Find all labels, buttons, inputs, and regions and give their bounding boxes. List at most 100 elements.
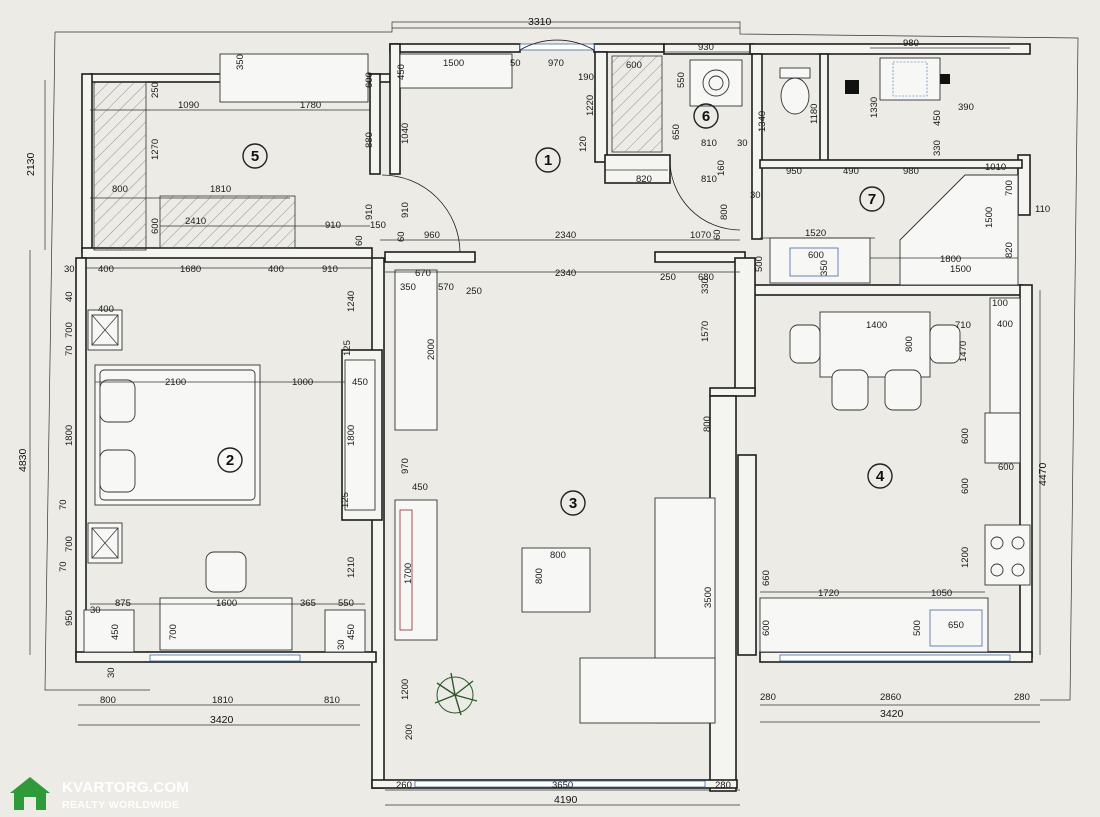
dim-label: 600 bbox=[626, 60, 642, 71]
windows bbox=[149, 43, 1011, 788]
dim-label: 70 bbox=[58, 499, 69, 510]
dim-label: 390 bbox=[958, 102, 974, 113]
dim-label: 1050 bbox=[931, 588, 952, 599]
dim-label: 570 bbox=[438, 282, 454, 293]
dim-label: 700 bbox=[1004, 180, 1015, 196]
dim-label: 350 bbox=[235, 54, 246, 70]
dim-label: 980 bbox=[903, 166, 919, 177]
dim-label: 250 bbox=[466, 286, 482, 297]
room-label-2: 2 bbox=[217, 447, 243, 473]
dim-label: 1800 bbox=[64, 425, 75, 446]
dim-label: 450 bbox=[412, 482, 428, 493]
dim-label: 450 bbox=[346, 624, 357, 640]
dim-label: 3650 bbox=[552, 780, 573, 791]
dim-label: 280 bbox=[715, 780, 731, 791]
room-label-6: 6 bbox=[693, 103, 719, 129]
watermark-subtitle: REALTY WORLDWIDE bbox=[62, 799, 179, 811]
dim-label: 2860 bbox=[880, 692, 901, 703]
dim-label: 200 bbox=[404, 724, 415, 740]
svg-text:2: 2 bbox=[226, 452, 234, 469]
dim-label: 670 bbox=[415, 268, 431, 279]
dim-label: 600 bbox=[960, 428, 971, 444]
doors bbox=[381, 39, 741, 253]
dim-label: 800 bbox=[702, 416, 713, 432]
room-label-1: 1 bbox=[535, 147, 561, 173]
dim-label: 2130 bbox=[25, 152, 37, 176]
dim-label: 600 bbox=[150, 218, 161, 234]
dim-label: 250 bbox=[660, 272, 676, 283]
dim-label: 800 bbox=[550, 550, 566, 561]
outer-frame bbox=[29, 21, 1079, 806]
dim-label: 4470 bbox=[1037, 462, 1049, 486]
dim-label: 700 bbox=[64, 322, 75, 338]
dim-label: 550 bbox=[338, 598, 354, 609]
dim-label: 820 bbox=[1004, 242, 1015, 258]
svg-text:5: 5 bbox=[251, 148, 259, 165]
svg-text:3: 3 bbox=[569, 495, 577, 512]
dim-label: 60 bbox=[354, 235, 365, 246]
dimension-labels: 3310 930 980 350 600 450 1500 50 970 190… bbox=[17, 16, 1050, 806]
dim-label: 150 bbox=[370, 220, 386, 231]
dim-label: 1240 bbox=[346, 291, 357, 312]
dim-label: 330 bbox=[932, 140, 943, 156]
dim-label: 350 bbox=[400, 282, 416, 293]
dim-label: 710 bbox=[955, 320, 971, 331]
dim-label: 1800 bbox=[346, 425, 357, 446]
dim-label: 280 bbox=[1014, 692, 1030, 703]
dim-label: 700 bbox=[64, 536, 75, 552]
dim-label: 1570 bbox=[700, 321, 711, 342]
dim-label: 400 bbox=[98, 304, 114, 315]
dim-label: 40 bbox=[64, 291, 75, 302]
dim-label: 125 bbox=[340, 492, 351, 508]
svg-text:4: 4 bbox=[876, 468, 885, 485]
dim-label: 660 bbox=[761, 570, 772, 586]
dim-label: 160 bbox=[716, 160, 727, 176]
watermark-title: KVARTORG.COM bbox=[62, 779, 189, 796]
dim-label: 680 bbox=[698, 272, 714, 283]
dim-label: 550 bbox=[676, 72, 687, 88]
dim-label: 700 bbox=[168, 624, 179, 640]
dim-label: 450 bbox=[396, 64, 407, 80]
dim-label: 260 bbox=[396, 780, 412, 791]
dim-label: 1220 bbox=[585, 95, 596, 116]
dim-label: 810 bbox=[701, 138, 717, 149]
dim-label: 1090 bbox=[178, 100, 199, 111]
dim-label: 810 bbox=[701, 174, 717, 185]
dim-label: 70 bbox=[58, 561, 69, 572]
dim-label: 500 bbox=[912, 620, 923, 636]
dim-label: 1520 bbox=[805, 228, 826, 239]
watermark: KVARTORG.COM REALTY WORLDWIDE bbox=[10, 777, 189, 811]
dim-label: 3500 bbox=[703, 587, 714, 608]
svg-text:1: 1 bbox=[544, 152, 552, 169]
dim-label: 2340 bbox=[555, 268, 576, 279]
dim-label: 960 bbox=[424, 230, 440, 241]
dim-label: 4190 bbox=[554, 794, 578, 806]
dim-label: 60 bbox=[712, 229, 723, 240]
dim-label: 1600 bbox=[216, 598, 237, 609]
dim-label: 30 bbox=[90, 605, 101, 616]
dim-label: 1780 bbox=[300, 100, 321, 111]
dim-label: 1680 bbox=[180, 264, 201, 275]
dim-label: 1340 bbox=[757, 111, 768, 132]
dim-label: 1720 bbox=[818, 588, 839, 599]
dim-label: 910 bbox=[364, 204, 375, 220]
dim-label: 1470 bbox=[958, 341, 969, 362]
dim-label: 100 bbox=[992, 298, 1008, 309]
svg-text:7: 7 bbox=[868, 191, 876, 208]
dim-label: 125 bbox=[342, 340, 353, 356]
dim-label: 800 bbox=[100, 695, 116, 706]
svg-text:6: 6 bbox=[702, 108, 710, 125]
dim-label: 1810 bbox=[212, 695, 233, 706]
dim-label: 1810 bbox=[210, 184, 231, 195]
dim-label: 450 bbox=[932, 110, 943, 126]
dim-label: 800 bbox=[719, 204, 730, 220]
dim-label: 810 bbox=[324, 695, 340, 706]
dim-label: 1000 bbox=[292, 377, 313, 388]
dim-label: 190 bbox=[578, 72, 594, 83]
dim-label: 2100 bbox=[165, 377, 186, 388]
dim-label: 350 bbox=[819, 260, 830, 276]
dim-label: 4830 bbox=[17, 448, 29, 472]
dim-label: 30 bbox=[750, 190, 761, 201]
dim-label: 1700 bbox=[403, 563, 414, 584]
dim-label: 1500 bbox=[443, 58, 464, 69]
